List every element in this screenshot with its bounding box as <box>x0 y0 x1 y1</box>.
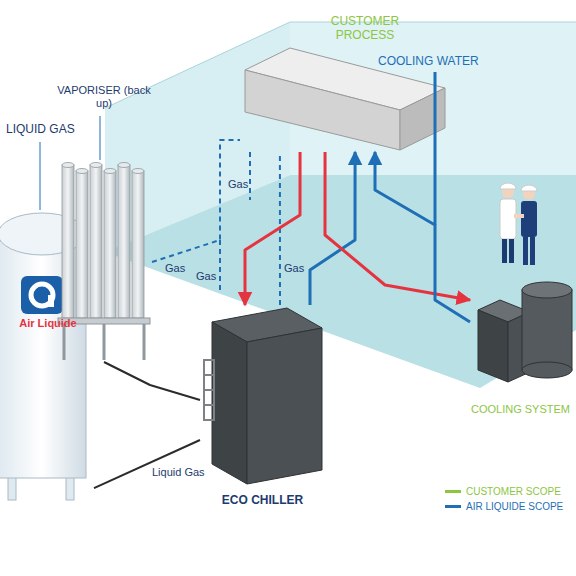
eco-chiller <box>204 389 214 391</box>
edge-label: Liquid Gas <box>152 466 205 479</box>
process-box: CUSTOMER PROCESS <box>240 12 450 152</box>
chiller-unit: ECO CHILLER <box>200 305 325 515</box>
cooling-system <box>478 282 572 382</box>
legend-row: AIR LIQUIDE SCOPE <box>445 499 563 514</box>
gas-line <box>152 140 240 262</box>
legend-row: CUSTOMER SCOPE <box>445 484 563 499</box>
liquid-gas-pipe <box>104 362 200 400</box>
liquid-gas-tank <box>40 142 41 210</box>
people <box>521 201 537 237</box>
pipe-stubs <box>219 240 221 290</box>
vaporiser <box>103 324 106 360</box>
liquid-gas-tank <box>48 295 54 307</box>
room <box>105 175 576 388</box>
node-label: VAPORISER (back up) <box>56 84 152 110</box>
vaporiser <box>143 324 146 360</box>
cooling-system <box>522 290 572 370</box>
eco-chiller <box>204 404 214 406</box>
vaporiser <box>63 324 66 360</box>
node-label: ECO CHILLER <box>200 493 325 507</box>
liquid-gas-tank <box>31 284 53 306</box>
cooling-system <box>522 362 572 378</box>
node-label: LIQUID GAS <box>6 122 94 136</box>
legend-text: AIR LIQUIDE SCOPE <box>466 501 563 512</box>
vaporiser-fin <box>132 169 144 174</box>
legend-swatch <box>445 505 461 508</box>
cold-water-pipe <box>375 152 470 322</box>
people <box>500 183 537 265</box>
logo-text: Air Liquide <box>2 317 94 330</box>
gas-label: Gas <box>228 178 248 191</box>
people <box>514 214 524 218</box>
eco-chiller <box>204 308 322 484</box>
warm-water-pipe <box>245 152 300 305</box>
vaporiser-fin <box>104 169 116 174</box>
cooling-system <box>522 282 572 298</box>
edge-label: Gas <box>165 262 185 275</box>
vaporiser-fin <box>76 171 88 318</box>
pipe-stubs <box>434 72 437 225</box>
vaporiser <box>100 116 101 160</box>
cooling-water-label: COOLING WATER <box>378 54 479 68</box>
eco-chiller <box>204 360 214 420</box>
eco-chiller <box>247 328 322 484</box>
liquid-gas-pipe <box>94 440 200 488</box>
liquid-gas-tank <box>21 276 63 314</box>
people <box>530 237 535 265</box>
vaporiser-fin <box>62 165 74 318</box>
vaporiser-fin <box>104 171 116 318</box>
pipe-stubs <box>249 152 251 200</box>
room <box>105 22 576 388</box>
legend-swatch <box>445 490 461 493</box>
node-label: COOLING SYSTEM <box>470 403 574 416</box>
vaporiser-unit: VAPORISER (back up) <box>56 82 152 362</box>
people <box>523 237 528 265</box>
eco-chiller <box>212 322 247 484</box>
legend-text: CUSTOMER SCOPE <box>466 486 561 497</box>
people <box>502 239 507 263</box>
people <box>500 199 516 239</box>
vaporiser-fin <box>132 171 144 318</box>
people <box>509 239 514 263</box>
cooling-unit: COOLING SYSTEM <box>470 275 574 425</box>
customer-process-box <box>245 70 400 150</box>
vaporiser-fin <box>76 169 88 174</box>
people <box>500 183 516 189</box>
node-label: CUSTOMER PROCESS <box>315 14 415 43</box>
people <box>521 185 537 191</box>
vaporiser-fin <box>118 163 130 168</box>
legend: CUSTOMER SCOPE AIR LIQUIDE SCOPE <box>445 484 563 514</box>
storage-tank: LIQUID GAS Air Liquide <box>2 120 94 505</box>
vaporiser-fin <box>62 163 74 168</box>
vaporiser-fin <box>90 163 102 168</box>
eco-chiller <box>204 374 214 376</box>
vaporiser-fin <box>118 165 130 318</box>
gas-label: Gas <box>196 270 216 283</box>
edge-label: Gas <box>284 262 304 275</box>
warm-water-pipe <box>325 152 470 300</box>
vaporiser-fin <box>90 165 102 318</box>
cold-water-pipe <box>310 152 355 305</box>
customer-process-box <box>400 88 445 150</box>
cooling-system <box>478 310 508 382</box>
